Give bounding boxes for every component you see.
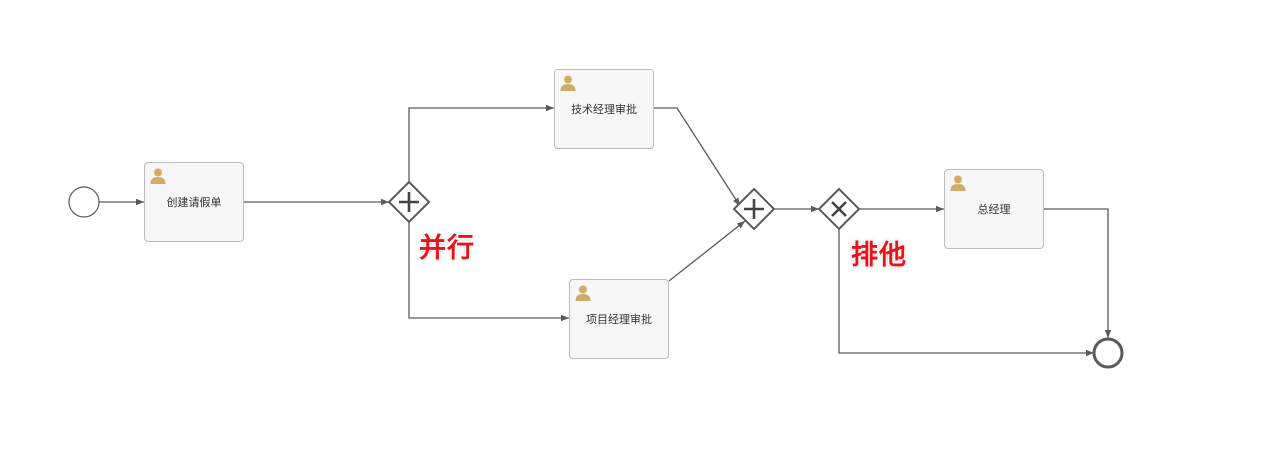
task-label: 创建请假单 (166, 196, 222, 209)
flow-project-to-join[interactable] (668, 220, 746, 282)
user-icon (560, 75, 576, 91)
task-tech-manager[interactable]: 技术经理审批 (554, 69, 654, 149)
flow-fork-to-project[interactable] (408, 222, 569, 322)
plus-icon (399, 192, 419, 212)
task-project-manager[interactable]: 项目经理审批 (569, 279, 669, 359)
flow-xor-to-end[interactable] (838, 229, 1094, 357)
flow-fork-to-tech[interactable] (408, 104, 554, 182)
user-icon (950, 175, 966, 191)
task-create-leave[interactable]: 创建请假单 (144, 162, 244, 242)
task-label: 项目经理审批 (586, 313, 652, 326)
annotation-exclusive: 排他 (851, 240, 907, 271)
plus-icon (744, 199, 764, 219)
user-icon (575, 285, 591, 301)
task-general-manager[interactable]: 总经理 (944, 169, 1044, 249)
flow-general-to-end[interactable] (1044, 208, 1112, 338)
end-event[interactable] (1092, 337, 1124, 369)
exclusive-gateway[interactable] (817, 187, 861, 231)
parallel-gateway-fork[interactable] (387, 180, 431, 224)
flow-tech-to-join[interactable] (654, 107, 741, 207)
parallel-gateway-join[interactable] (732, 187, 776, 231)
start-event[interactable] (68, 186, 100, 218)
user-icon (150, 168, 166, 184)
task-label: 总经理 (977, 203, 1011, 216)
annotation-parallel: 并行 (419, 233, 475, 264)
task-label: 技术经理审批 (571, 103, 637, 116)
x-icon (831, 201, 847, 217)
